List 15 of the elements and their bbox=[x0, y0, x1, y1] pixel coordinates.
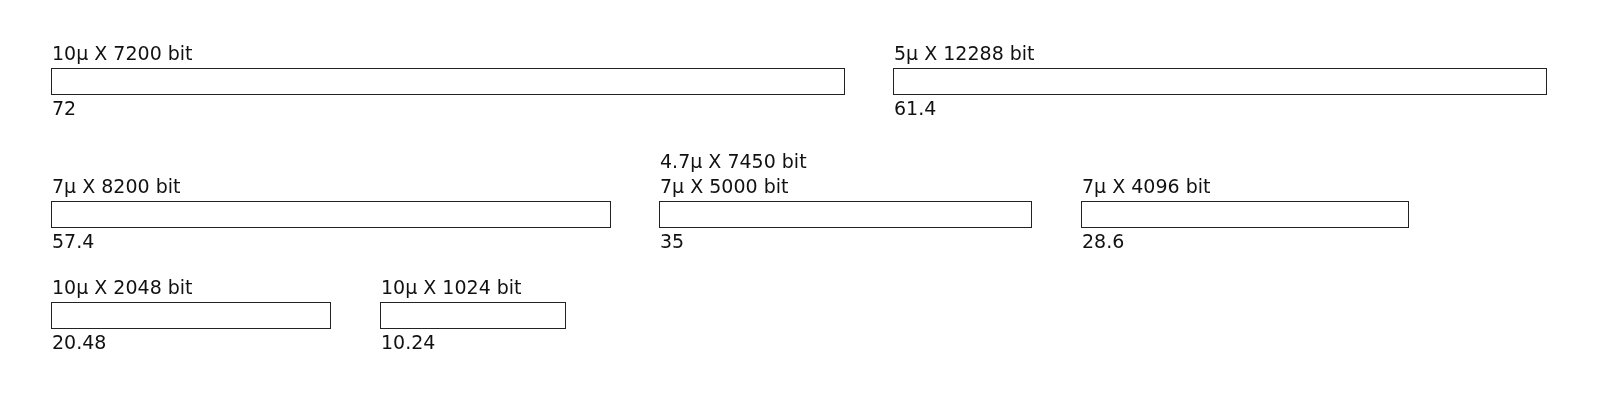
bar-value: 57.4 bbox=[52, 229, 95, 254]
bar-label: 7μ X 5000 bit bbox=[660, 174, 789, 199]
bar-label: 10μ X 7200 bit bbox=[52, 41, 193, 66]
bar-value: 20.48 bbox=[52, 330, 107, 355]
bar-label: 7μ X 8200 bit bbox=[52, 174, 181, 199]
bar-label: 4.7μ X 7450 bit bbox=[660, 149, 807, 174]
bar-label: 5μ X 12288 bit bbox=[894, 41, 1035, 66]
bar-label: 10μ X 2048 bit bbox=[52, 275, 193, 300]
bar-label: 7μ X 4096 bit bbox=[1082, 174, 1211, 199]
bar-value: 72 bbox=[52, 96, 77, 121]
bar-label: 10μ X 1024 bit bbox=[381, 275, 522, 300]
bar-value: 10.24 bbox=[381, 330, 436, 355]
bar-value: 35 bbox=[660, 229, 685, 254]
bar-value: 28.6 bbox=[1082, 229, 1125, 254]
bar-value: 61.4 bbox=[894, 96, 937, 121]
